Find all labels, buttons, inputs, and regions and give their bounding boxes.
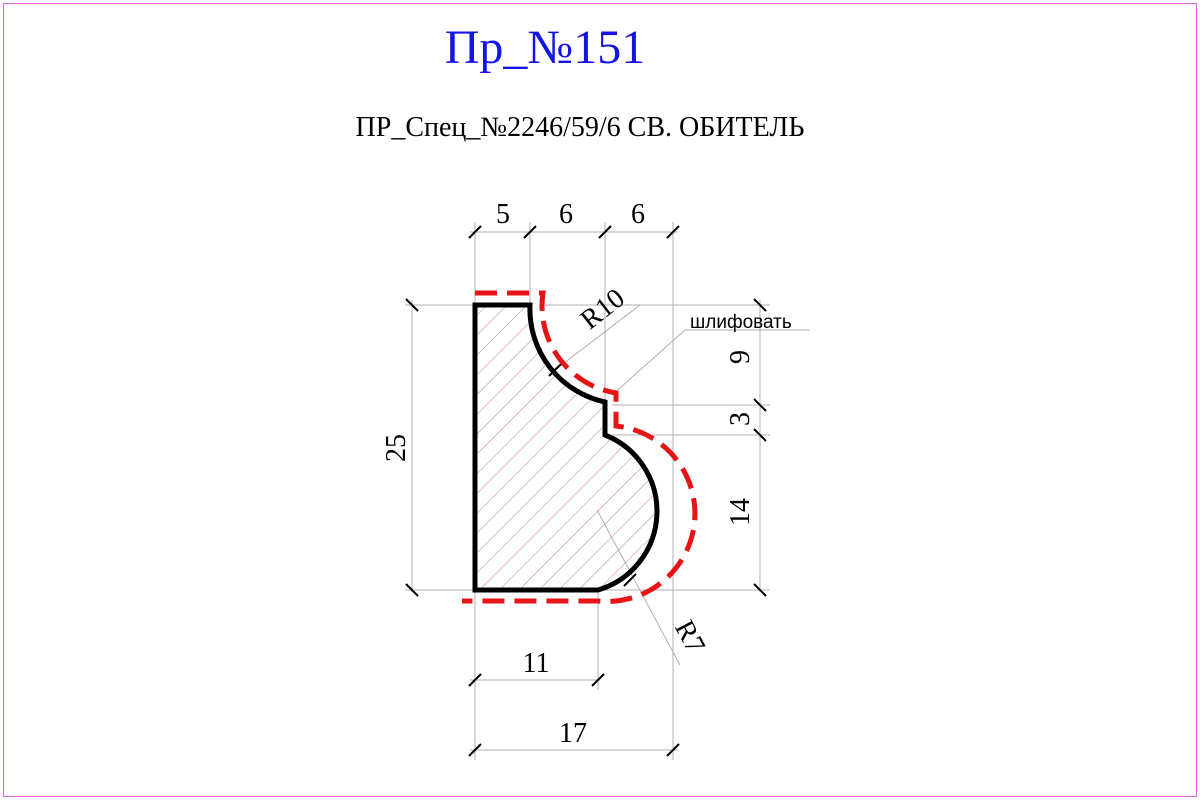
dim-radius-2: R7 bbox=[668, 615, 711, 658]
dim-bottom-2: 17 bbox=[559, 718, 587, 749]
page-frame bbox=[3, 3, 1197, 797]
dimension-lines bbox=[405, 222, 810, 760]
dimension-ticks bbox=[405, 225, 767, 757]
sanding-outline bbox=[462, 290, 698, 604]
dim-right-2: 3 bbox=[725, 412, 756, 426]
drawing-subtitle: ПР_Спец_№2246/59/6 СВ. ОБИТЕЛЬ bbox=[355, 112, 805, 143]
sanding-note: шлифовать bbox=[690, 312, 792, 333]
dim-right-1: 9 bbox=[725, 350, 756, 364]
dim-right-3: 14 bbox=[725, 498, 756, 526]
dim-radius-1: R10 bbox=[575, 283, 631, 336]
drawing-title: Пр_№151 bbox=[444, 21, 646, 74]
dim-top-2: 6 bbox=[559, 199, 573, 230]
dim-height-total: 25 bbox=[381, 434, 412, 462]
dim-top-1: 5 bbox=[496, 199, 510, 230]
dim-top-3: 6 bbox=[631, 199, 645, 230]
profile-section bbox=[472, 302, 660, 593]
dim-bottom-1: 11 bbox=[523, 648, 550, 679]
